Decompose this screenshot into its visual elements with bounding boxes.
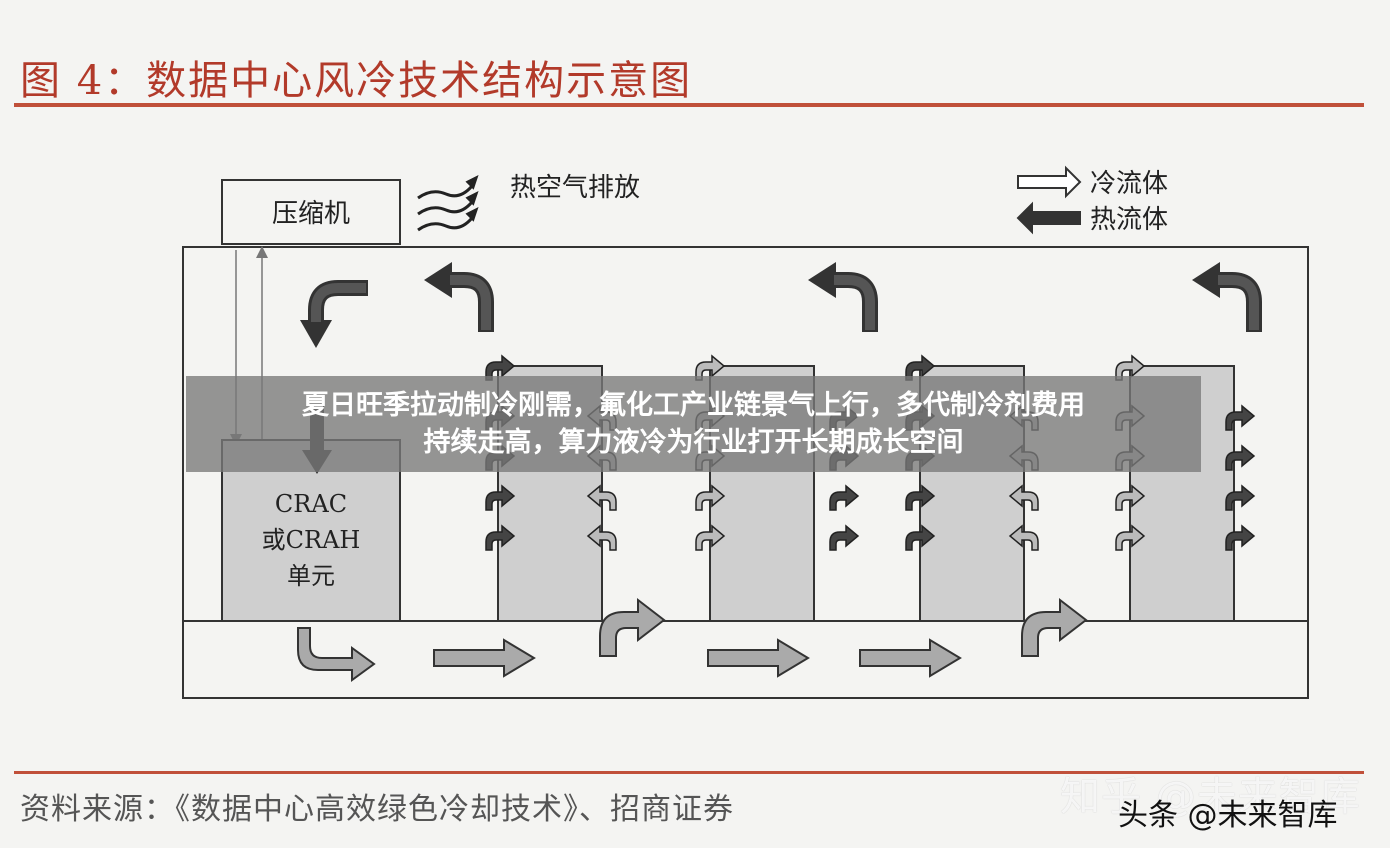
rack-airflow-arrow-icon	[485, 484, 516, 511]
compressor-box	[221, 179, 401, 245]
rack-airflow-arrow-icon	[1225, 444, 1256, 471]
watermark-zhihu: 知乎 @未来智库	[1060, 774, 1361, 820]
legend-cold-arrow-icon	[1017, 165, 1082, 199]
rack-airflow-arrow-icon	[485, 524, 516, 551]
rack-airflow-arrow-icon	[1115, 524, 1146, 551]
legend-hot-label: 热流体	[1090, 205, 1168, 235]
underfloor-cold-arrows	[297, 597, 1088, 682]
legend-cold-label: 冷流体	[1090, 169, 1168, 199]
rack-airflow-arrow-icon	[905, 484, 936, 511]
crac-label-line3: 单元	[287, 562, 335, 590]
figure-title: 图 4：数据中心风冷技术结构示意图	[20, 58, 693, 104]
rack-airflow-arrow-icon	[1115, 484, 1146, 511]
rack-airflow-arrow-icon	[1115, 354, 1146, 381]
exhaust-arrows-icon	[417, 175, 479, 232]
source-text: 资料来源：《数据中心高效绿色冷却技术》、招商证券	[20, 792, 734, 827]
rack-airflow-arrow-icon	[905, 354, 936, 381]
title-rule	[14, 103, 1364, 107]
watermark-toutiao: 头条 @未来智库	[1118, 798, 1338, 833]
crac-label-line2: 或CRAH	[262, 526, 361, 554]
rack-airflow-arrow-icon	[586, 484, 617, 511]
exhaust-label: 热空气排放	[510, 173, 640, 203]
banner-line-1: 夏日旺季拉动制冷刚需，氟化工产业链景气上行，多代制冷剂费用	[302, 390, 1085, 421]
rack-airflow-arrow-icon	[829, 524, 860, 551]
hot-air-return-inner	[311, 275, 1259, 330]
rack-airflow-arrow-icon	[695, 354, 726, 381]
rack-airflow-arrow-icon	[586, 524, 617, 551]
hot-air-return-arrows	[308, 272, 1262, 332]
rack-airflow-arrow-icon	[1225, 484, 1256, 511]
legend-hot-arrow-icon	[1016, 201, 1081, 235]
room-outline	[182, 246, 1309, 699]
rack-airflow-arrow-icon	[1225, 524, 1256, 551]
rack-airflow-arrow-icon	[829, 484, 860, 511]
source-rule	[14, 771, 1364, 774]
banner-line-2: 持续走高，算力液冷为行业打开长期成长空间	[423, 427, 964, 458]
rack-airflow-arrow-icon	[1225, 404, 1256, 431]
rack-airflow-arrow-icon	[905, 524, 936, 551]
crac-label-line1: CRAC	[275, 490, 347, 518]
rack-airflow-arrow-icon	[1008, 524, 1039, 551]
compressor-label: 压缩机	[272, 199, 350, 229]
hot-air-return-arrowheads	[300, 262, 1220, 348]
banner-text: 夏日旺季拉动制冷刚需，氟化工产业链景气上行，多代制冷剂费用 持续走高，算力液冷为…	[204, 387, 1184, 461]
overlay-banner: 夏日旺季拉动制冷刚需，氟化工产业链景气上行，多代制冷剂费用 持续走高，算力液冷为…	[186, 376, 1201, 472]
rack-airflow-arrow-icon	[485, 354, 516, 381]
rack-airflow-arrow-icon	[695, 524, 726, 551]
rack-airflow-arrow-icon	[695, 484, 726, 511]
rack-airflow-arrow-icon	[1008, 484, 1039, 511]
